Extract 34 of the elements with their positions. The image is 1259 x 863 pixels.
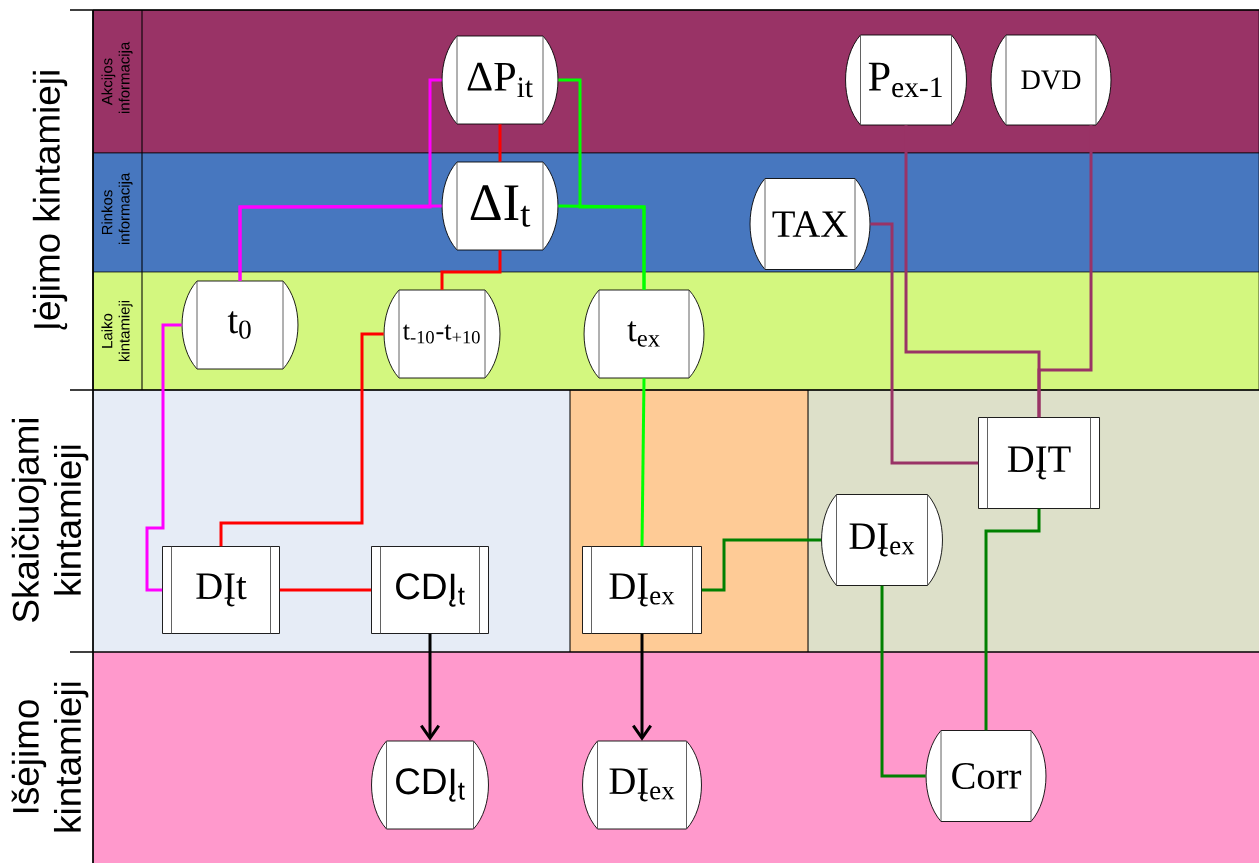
process-box: DĮt [162,546,280,634]
process-box: DĮ$_{ex}$ [582,546,702,634]
storage-drum: TAX [749,178,871,270]
connector-line [984,508,1041,731]
connector-line [498,124,502,162]
storage-drum: ΔP$_{it}$ [441,35,559,125]
process-box: CDĮ$_{t}$ [371,546,489,634]
storage-drum: CDĮ$_{t}$ [371,740,489,830]
connector-line [558,204,646,290]
process-box: DĮT [978,417,1100,509]
arrow [420,633,440,741]
connector-line [219,332,384,547]
row-header: Išėjimo kintamieji [11,682,89,832]
row-header: Įėjimo kintamieji [32,71,68,330]
connector-line [238,204,442,281]
storage-drum: t$_{ex}$ [583,289,705,379]
storage-drum: DĮ$_{ex}$ [582,740,702,830]
storage-drum: P$_{ex-1}$ [845,34,967,126]
arrow [632,633,652,741]
connector-line [640,378,646,547]
connector-line [701,538,822,592]
storage-drum: DĮ$_{ex}$ [821,494,943,586]
connector-line [440,250,502,290]
storage-drum: Corr [925,730,1047,822]
connector-line [880,585,926,778]
storage-drum: ΔI$_{t}$ [441,161,559,251]
connector-line [145,323,182,592]
storage-drum: t$_{0}$ [181,280,299,370]
connector-line [1037,125,1093,418]
storage-drum: DVD [990,34,1112,126]
connector-line [870,222,979,465]
connector-line [279,588,372,592]
storage-drum: t$_{-10}$-t$_{+10}$ [383,289,501,379]
row-header: Skaičiuojami kintamieji [11,418,89,622]
